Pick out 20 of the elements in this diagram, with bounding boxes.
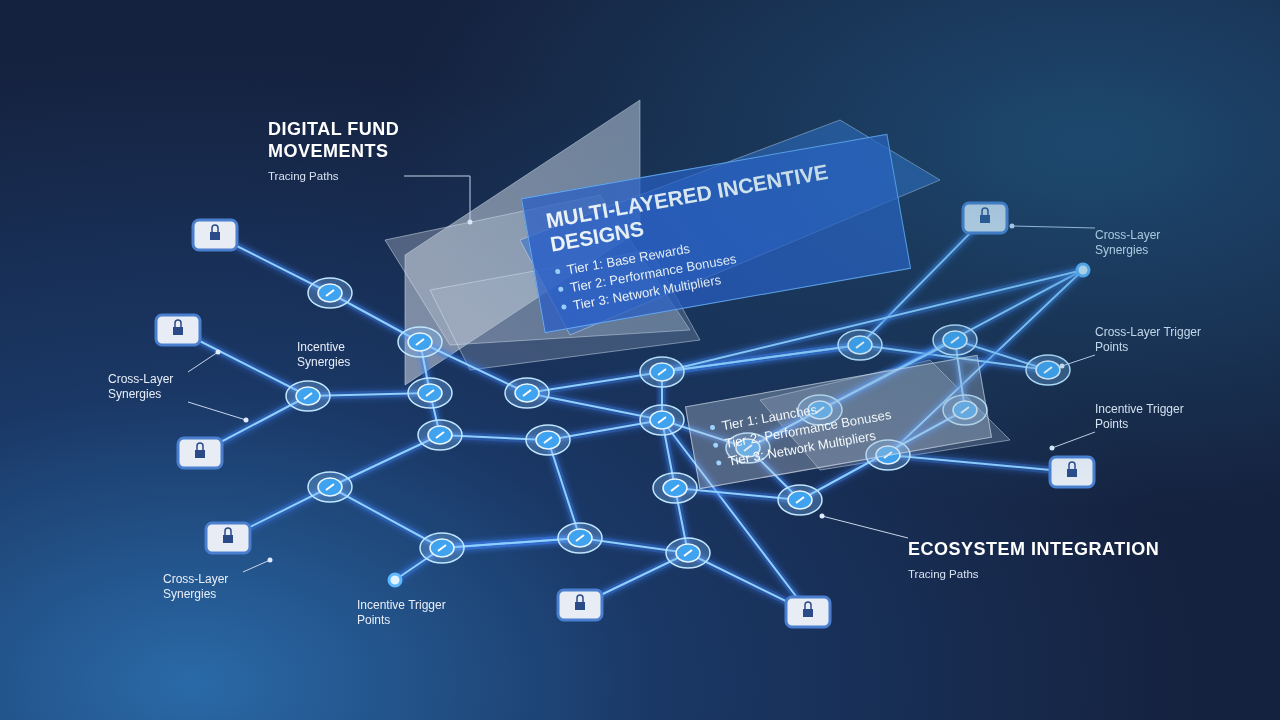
leader-line — [403, 175, 471, 223]
callout-label: Cross-Layer Synergies — [108, 372, 175, 402]
callout-label: Cross-Layer Trigger Points — [1095, 325, 1203, 355]
leader-line — [1011, 225, 1096, 229]
section-subtitle: Tracing Paths — [908, 568, 980, 580]
leader-line — [821, 515, 909, 539]
callout-label: Incentive Synergies — [297, 340, 352, 370]
glass-card — [684, 354, 993, 490]
section-heading: DIGITAL FUND MOVEMENTS — [268, 118, 401, 162]
section-subtitle: Tracing Paths — [268, 170, 340, 182]
callout-label: Cross-Layer Synergies — [1095, 228, 1162, 258]
section-heading: ECOSYSTEM INTEGRATION — [908, 538, 1161, 560]
leader-line — [1061, 354, 1096, 367]
leader-line — [1051, 431, 1096, 449]
callout-label: Cross-Layer Synergies — [163, 572, 230, 602]
callout-label: Incentive Trigger Points — [1095, 402, 1185, 432]
leader-line — [242, 559, 271, 573]
callout-label: Incentive Trigger Points — [357, 598, 447, 628]
leader-line — [187, 401, 247, 421]
leader-line — [187, 351, 219, 373]
